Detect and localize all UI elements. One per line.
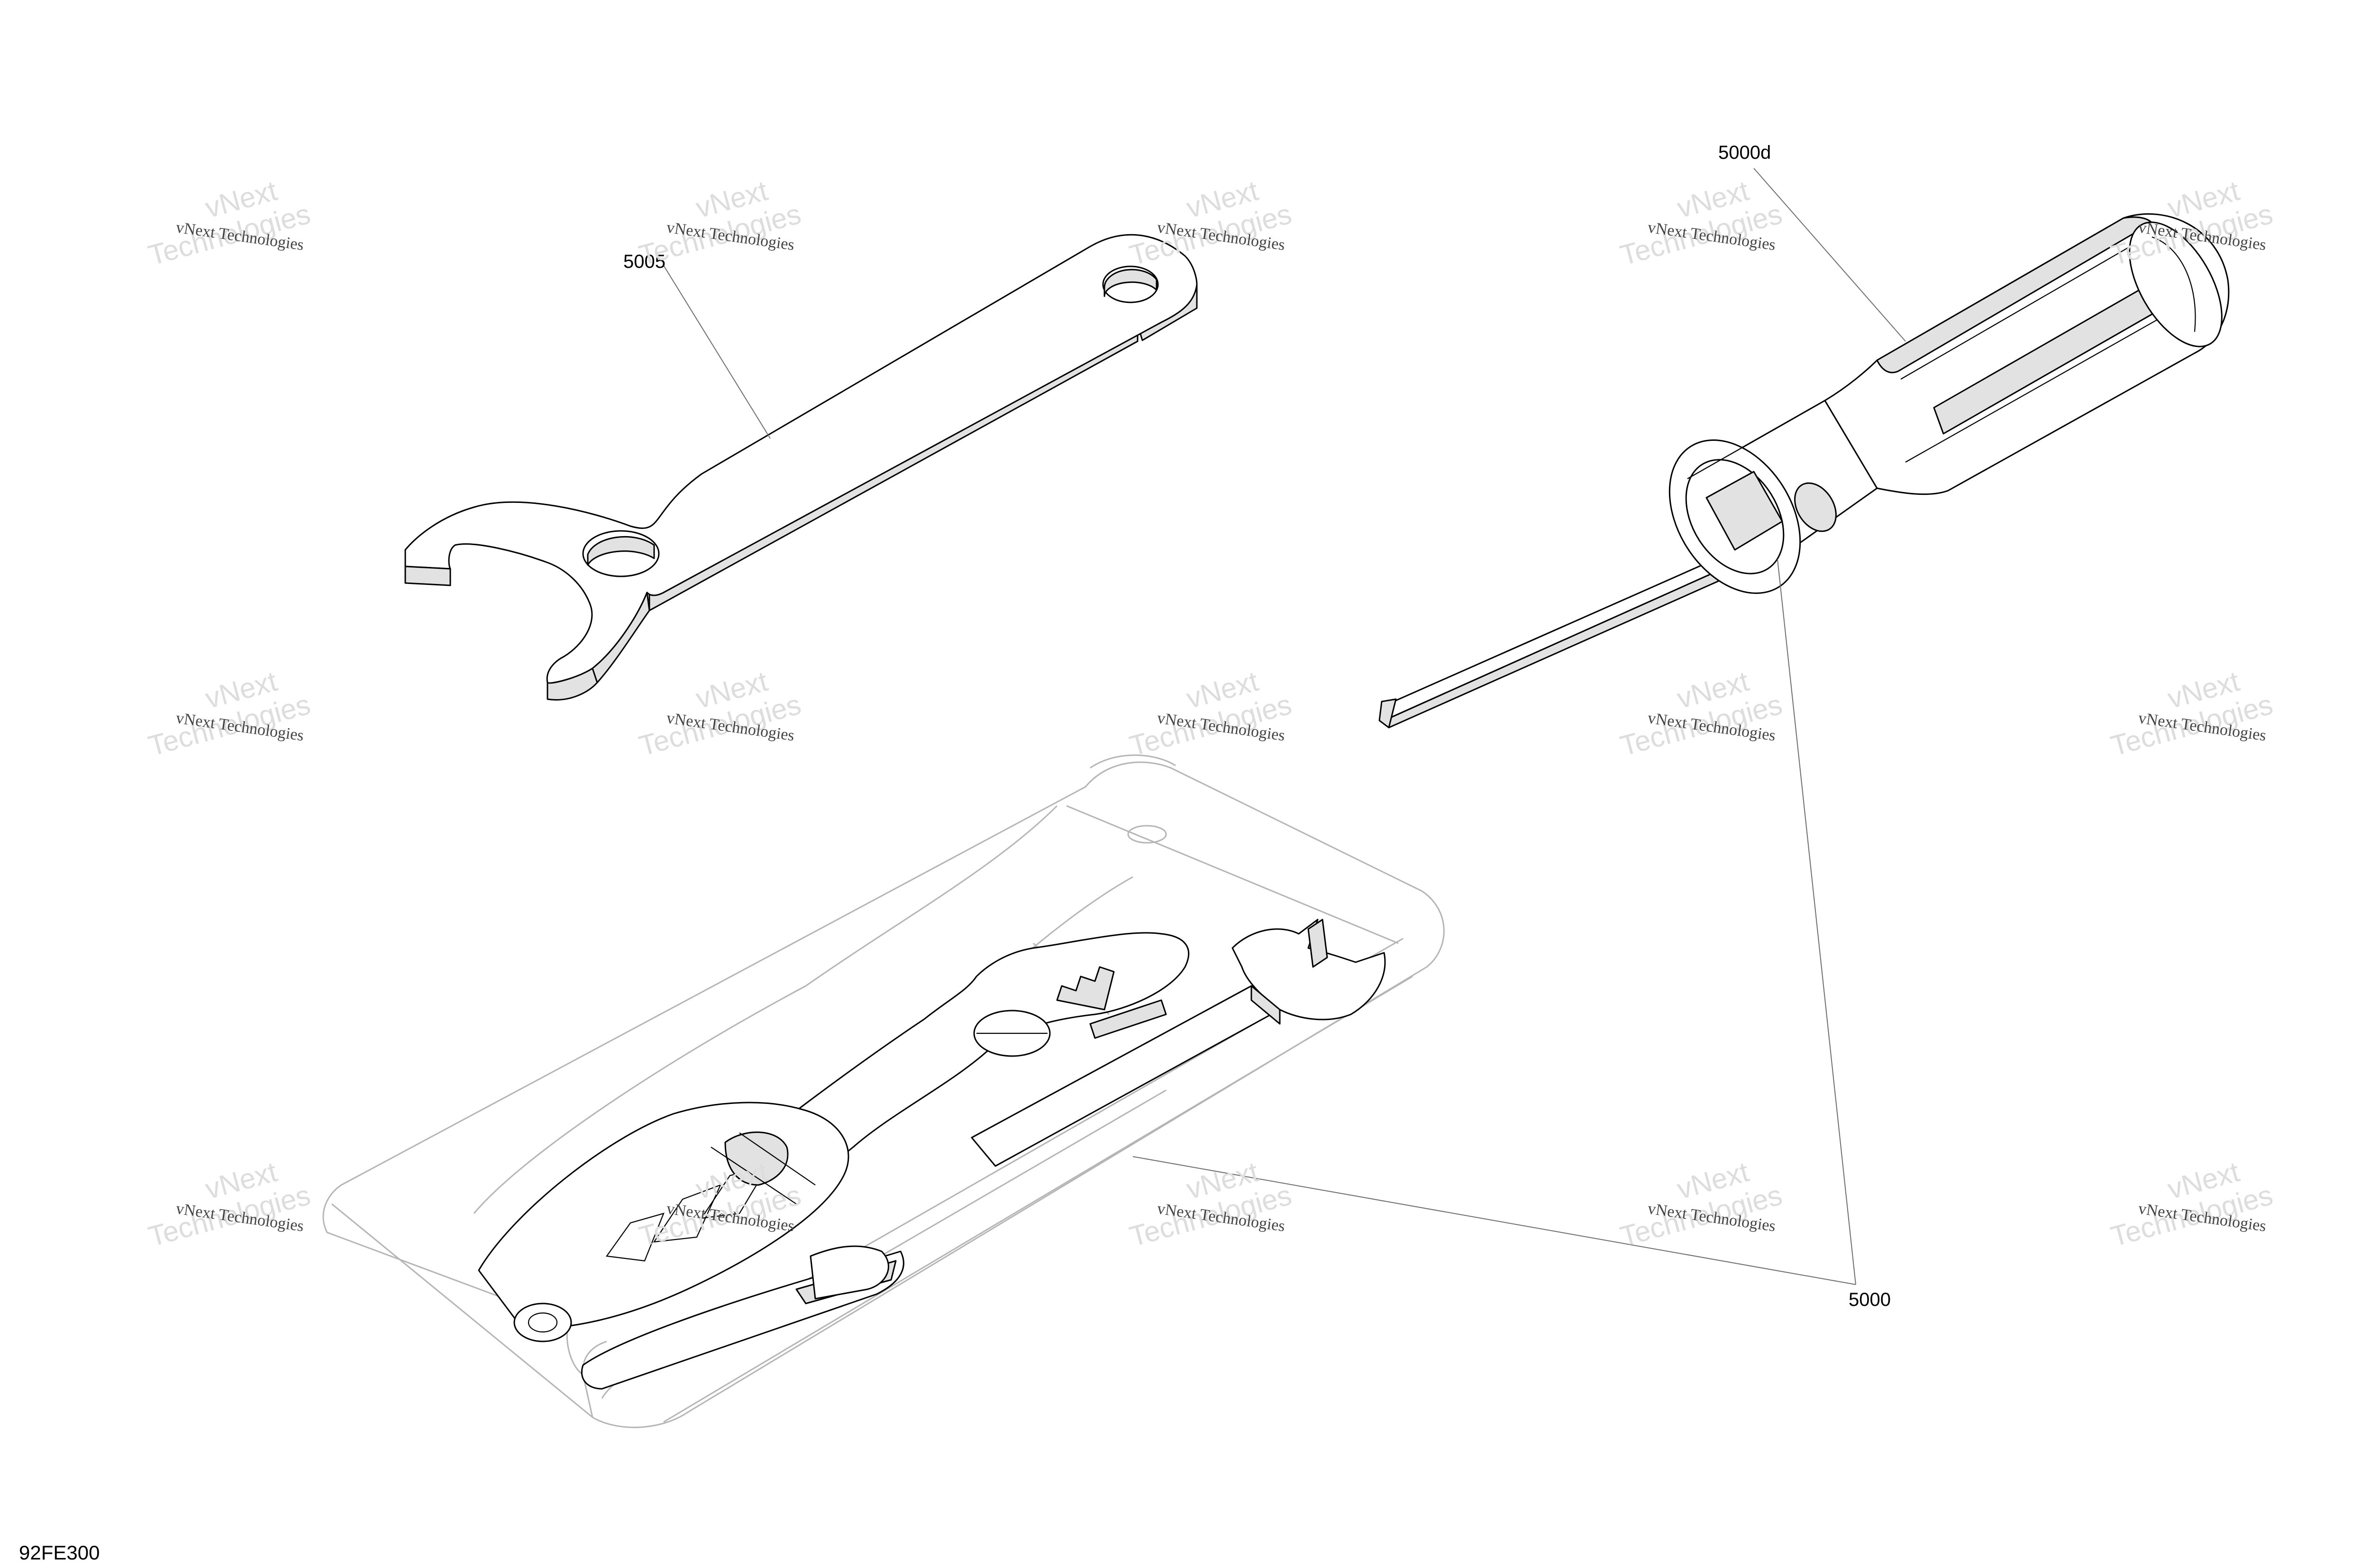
leader-lines xyxy=(663,168,1906,1285)
leader-5000d xyxy=(1753,168,1906,342)
leader-5000-screwdriver xyxy=(1777,559,1856,1285)
callout-tool-kit: 5000 xyxy=(1849,1289,1891,1310)
callout-screwdriver: 5000d xyxy=(1718,142,1771,163)
callout-pin-wrench: 5005 xyxy=(623,251,665,272)
tool-kit-pouch xyxy=(322,754,1445,1428)
leader-5000-kit xyxy=(1132,1156,1856,1285)
pin-wrench xyxy=(404,234,1198,701)
screwdriver xyxy=(1378,213,2230,729)
leader-5005 xyxy=(663,265,771,439)
drawing-code: 92FE300 xyxy=(19,1541,100,1564)
